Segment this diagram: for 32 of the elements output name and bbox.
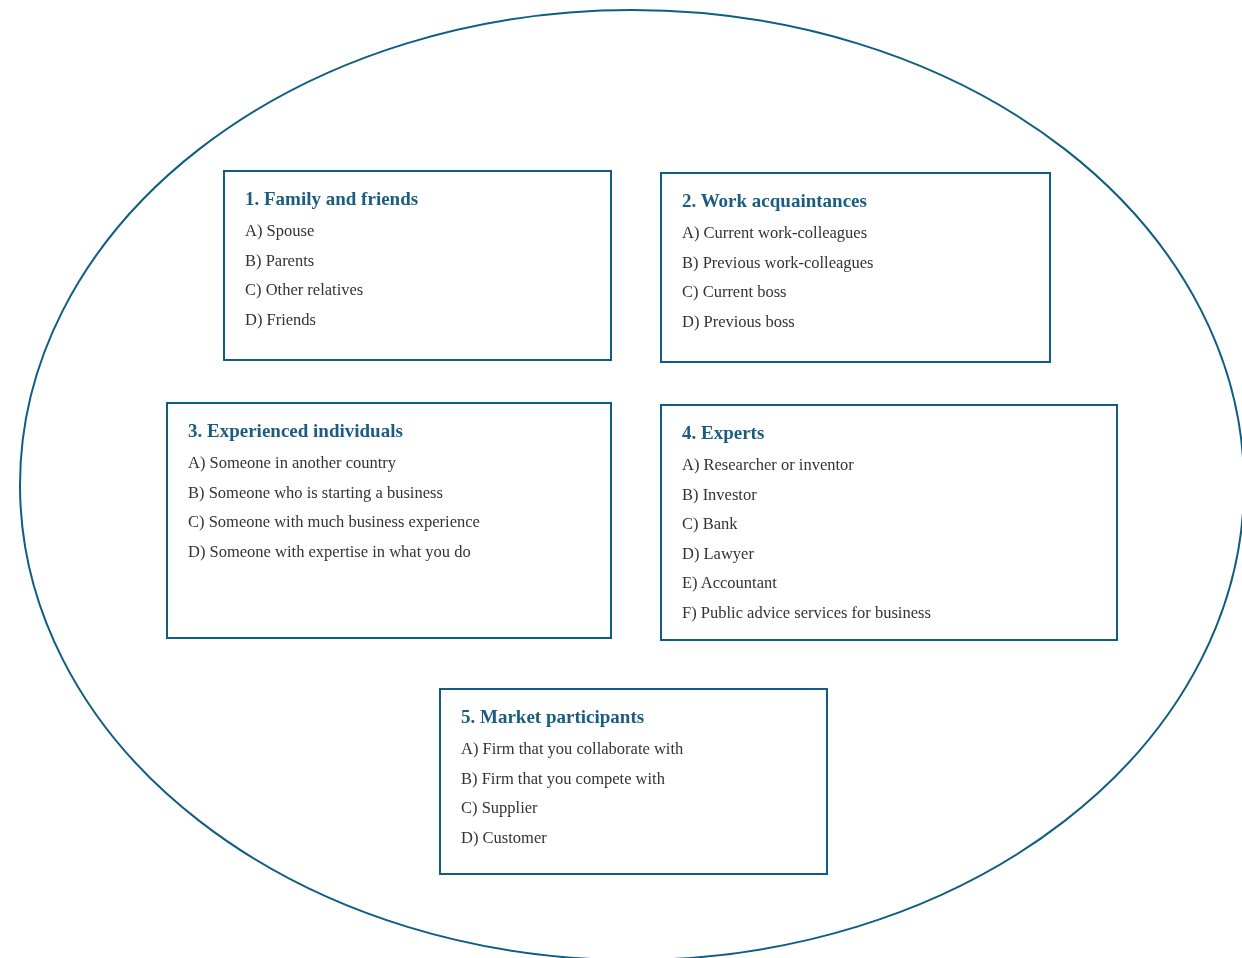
list-item: C) Other relatives xyxy=(245,279,364,301)
list-item: B) Firm that you compete with xyxy=(461,767,665,790)
list-item: D) Friends xyxy=(245,308,317,331)
list-item: C) Current boss xyxy=(682,281,787,303)
list-item: B) Investor xyxy=(682,483,757,506)
box-heading: 4. Experts xyxy=(682,422,765,444)
list-item: D) Lawyer xyxy=(682,542,754,565)
category-box xyxy=(660,404,1118,641)
list-item: C) Supplier xyxy=(461,797,538,819)
box-heading: 2. Work acquaintances xyxy=(682,190,867,212)
list-item: F) Public advice services for business xyxy=(682,601,931,624)
list-item: A) Someone in another country xyxy=(188,452,397,474)
list-item: D) Previous boss xyxy=(682,310,795,333)
category-box xyxy=(166,402,612,639)
list-item: B) Parents xyxy=(245,249,315,272)
list-item: B) Someone who is starting a business xyxy=(188,481,443,504)
category-box xyxy=(660,172,1051,363)
list-item: B) Previous work-colleagues xyxy=(682,251,874,274)
list-item: C) Someone with much business experience xyxy=(188,511,480,533)
box-heading: 5. Market participants xyxy=(461,706,645,728)
list-item: D) Customer xyxy=(461,826,547,849)
list-item: A) Spouse xyxy=(245,220,315,242)
box-heading: 3. Experienced individuals xyxy=(188,420,403,442)
list-item: A) Researcher or inventor xyxy=(682,454,854,476)
list-item: A) Firm that you collaborate with xyxy=(461,738,684,760)
list-item: C) Bank xyxy=(682,513,738,535)
list-item: E) Accountant xyxy=(682,572,777,594)
category-box xyxy=(439,688,828,875)
list-item: D) Someone with expertise in what you do xyxy=(188,540,471,563)
list-item: A) Current work-colleagues xyxy=(682,222,868,244)
box-heading: 1. Family and friends xyxy=(245,188,419,210)
category-box xyxy=(223,170,612,361)
